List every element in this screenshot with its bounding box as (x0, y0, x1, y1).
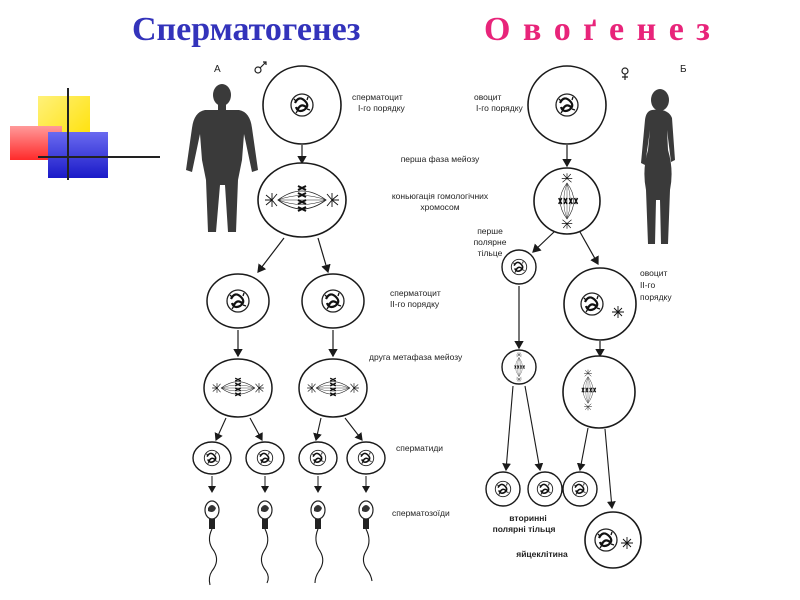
spermatid (192, 441, 232, 475)
label-conjugation: коньюгація гомологічних (392, 191, 489, 201)
first-polar-body (501, 249, 537, 285)
panel-mark-left: А (214, 64, 221, 75)
spermatozoon (257, 500, 273, 584)
label-polar2: вторинні (509, 513, 546, 523)
label-spermatids: сперматиди (396, 443, 443, 453)
deco-blue-square (48, 132, 108, 178)
title-oogenesis: О в о ґ е н е з (484, 11, 712, 48)
spermatid (346, 441, 386, 475)
label-second-metaphase: друга метафаза мейозу (369, 352, 463, 362)
arrow (313, 417, 322, 442)
label-spermatocyte1: сперматоцит (352, 92, 403, 102)
meiosis2-cell (298, 358, 368, 418)
meiosis1-oocyte (533, 167, 601, 235)
panel-mark-right: Б (680, 64, 687, 75)
arrow (532, 231, 555, 253)
arrow (257, 237, 285, 273)
label-oocyte1-order: І-го порядку (476, 103, 524, 113)
label-oocyte1: овоцит (474, 92, 501, 102)
arrow (604, 428, 616, 510)
meiosis2-oocyte (562, 355, 636, 429)
label-spermatocyte2-order: ІІ-го порядку (390, 299, 440, 309)
second-polar-body (527, 471, 563, 507)
meiosis1-spermatocyte (257, 162, 347, 238)
arrow (344, 417, 363, 441)
label-conjugation-chromosomes: хромосом (420, 202, 459, 212)
label-polar1-polar: полярне (474, 237, 507, 247)
deco-horizontal-line (38, 156, 160, 158)
label-oocyte2-ii: ІІ-го (640, 280, 655, 290)
spermatozoon (310, 500, 326, 584)
label-oocyte2-order: порядку (640, 292, 672, 302)
egg-cell (584, 511, 642, 569)
label-polar1-first: перше (477, 226, 503, 236)
arrow (249, 417, 263, 441)
label-spermatozoa: сперматозоїди (392, 508, 450, 518)
arrow (524, 385, 544, 472)
label-spermatocyte2: сперматоцит (390, 288, 441, 298)
female-symbol-icon (621, 67, 629, 80)
label-oocyte2: овоцит (640, 268, 667, 278)
arrow (317, 237, 331, 274)
second-polar-body (562, 471, 598, 507)
primary-spermatocyte (262, 65, 342, 145)
male-symbol-icon (254, 61, 267, 74)
arrow (579, 231, 599, 266)
secondary-spermatocyte (301, 273, 365, 329)
title-spermatogenesis: Сперматогенез (132, 11, 361, 48)
arrow (576, 427, 589, 472)
spermatid (245, 441, 285, 475)
polar-body-dividing (501, 349, 537, 385)
female-silhouette-icon (641, 89, 675, 245)
arrow (214, 417, 227, 442)
label-first-phase: перша фаза мейозу (401, 154, 480, 164)
male-silhouette-icon (186, 84, 258, 232)
label-polar1-body: тільце (478, 248, 503, 258)
spermatozoon (358, 500, 374, 582)
arrow (502, 385, 514, 472)
label-egg: яйцеклітина (516, 549, 568, 559)
secondary-oocyte (563, 267, 637, 341)
spermatid (298, 441, 338, 475)
label-polar2-bodies: полярні тільця (493, 524, 556, 534)
primary-oocyte (527, 65, 607, 145)
second-polar-body (485, 471, 521, 507)
spermatozoon (204, 500, 220, 586)
label-spermatocyte1-order: І-го порядку (358, 103, 406, 113)
deco-vertical-line (67, 88, 69, 180)
secondary-spermatocyte (206, 273, 270, 329)
meiosis2-cell (203, 358, 273, 418)
